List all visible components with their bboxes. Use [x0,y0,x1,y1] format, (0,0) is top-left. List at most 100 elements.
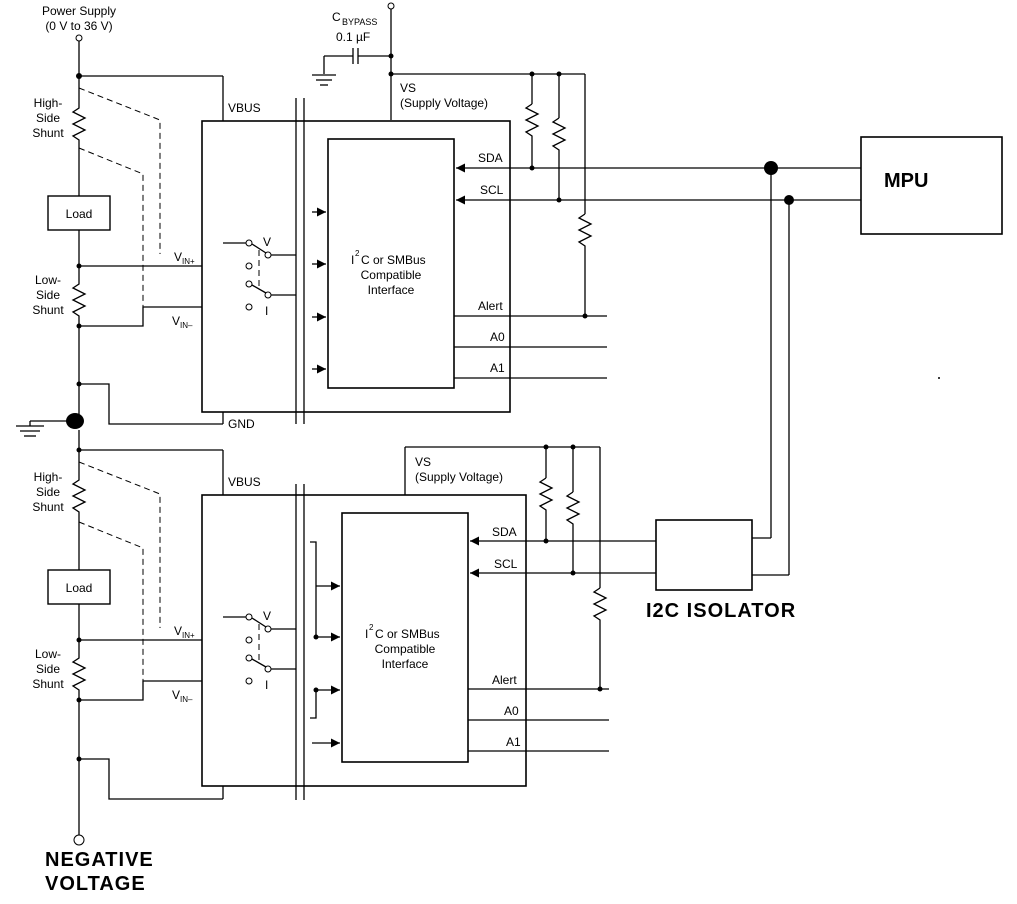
svg-text:A0: A0 [490,330,505,344]
bypass-capacitor [323,48,391,74]
svg-text:V: V [172,688,180,702]
device-1-a1-pin: A1 [454,361,607,379]
device-2-a1-pin: A1 [468,735,609,752]
device-1-vbus-label: VBUS [228,101,261,115]
svg-text:0.1 µF: 0.1 µF [336,30,370,44]
svg-text:Shunt: Shunt [32,677,64,691]
high-side-shunt-label-2: High- Side Shunt [32,470,64,514]
svg-text:IN+: IN+ [182,257,195,266]
high-side-shunt-resistor [71,100,87,152]
svg-text:V: V [174,250,182,264]
device-2-switch [223,613,296,685]
ground-symbol-main [16,421,44,437]
svg-text:2: 2 [369,623,374,632]
svg-text:V: V [172,314,180,328]
device-1-scl-pin: SCL [456,183,605,205]
load-label: Load [66,207,93,221]
device-1-interface-label: I 2 C or SMBus Compatible Interface [351,249,426,297]
svg-text:Compatible: Compatible [375,642,436,656]
device-1-gnd-label: GND [228,417,255,431]
svg-text:Alert: Alert [478,299,503,313]
svg-text:IN–: IN– [180,321,193,330]
svg-text:Shunt: Shunt [32,126,64,140]
i2c-isolator-label: I2C ISOLATOR [646,600,796,622]
device-1-switch-i-label: I [265,304,268,318]
vin-minus-label-2: V IN– [172,688,193,704]
svg-text:Side: Side [36,111,60,125]
low-side-shunt-label: Low- Side Shunt [32,273,64,317]
negative-voltage-terminal [73,834,85,846]
device-1-switch-v-label: V [263,235,271,249]
svg-text:Alert: Alert [492,673,517,687]
i2c-isolator-box [655,519,753,591]
svg-text:(Supply Voltage): (Supply Voltage) [415,470,503,484]
power-supply-label: Power Supply (0 V to 36 V) [42,4,116,33]
vs-terminal [387,2,395,10]
low-side-shunt-resistor-2 [71,652,87,700]
device-2-pullup-resistors [538,447,608,692]
device-2-switch-v-label: V [263,609,271,623]
svg-text:Shunt: Shunt [32,500,64,514]
bypass-capacitor-label: C BYPASS 0.1 µF [332,10,377,44]
device-2-scl-pin: SCL [470,557,607,578]
svg-text:High-: High- [34,470,63,484]
device-1-alert-pin: Alert [454,299,607,317]
load-box [47,195,111,231]
svg-text:Side: Side [36,288,60,302]
svg-text:Shunt: Shunt [32,303,64,317]
svg-text:I: I [365,627,368,641]
svg-text:2: 2 [355,249,360,258]
svg-text:Power Supply: Power Supply [42,4,116,18]
svg-text:VOLTAGE: VOLTAGE [45,873,146,895]
svg-text:V: V [174,624,182,638]
svg-text:A0: A0 [504,704,519,718]
svg-text:A1: A1 [506,735,521,749]
high-side-shunt-label: High- Side Shunt [32,96,64,140]
svg-text:A1: A1 [490,361,505,375]
svg-text:C or SMBus: C or SMBus [361,253,426,267]
mpu-label: MPU [884,170,928,192]
svg-text:C or SMBus: C or SMBus [375,627,440,641]
svg-text:IN+: IN+ [182,631,195,640]
svg-text:NEGATIVE: NEGATIVE [45,849,154,871]
svg-text:SDA: SDA [492,525,517,539]
device-1-vs-label: VS (Supply Voltage) [400,81,488,110]
negative-voltage-label: NEGATIVE VOLTAGE [45,849,154,895]
svg-text:VS: VS [415,455,431,469]
device-2-interface-label: I 2 C or SMBus Compatible Interface [365,623,440,671]
power-supply-terminal [75,34,83,42]
mpu-box [860,136,1003,235]
device-1-switch [223,239,296,311]
vin-plus-label-1: V IN+ [174,250,195,266]
device-2-alert-pin: Alert [468,673,609,690]
load-box-2 [47,569,111,605]
device-2-switch-i-label: I [265,678,268,692]
svg-text:Interface: Interface [382,657,429,671]
svg-text:SCL: SCL [494,557,518,571]
svg-text:SDA: SDA [478,151,503,165]
load-label-2: Load [66,581,93,595]
svg-text:VS: VS [400,81,416,95]
svg-text:(Supply Voltage): (Supply Voltage) [400,96,488,110]
svg-text:I: I [351,253,354,267]
device-2-interface-box [341,512,469,763]
svg-text:Low-: Low- [35,647,61,661]
svg-text:IN–: IN– [180,695,193,704]
svg-text:C: C [332,10,341,24]
low-side-shunt-label-2: Low- Side Shunt [32,647,64,691]
svg-text:Side: Side [36,485,60,499]
device-1-interface-box [327,138,455,389]
svg-text:SCL: SCL [480,183,504,197]
low-side-shunt-resistor [71,278,87,326]
svg-text:BYPASS: BYPASS [342,17,377,27]
device-2-vbus-label: VBUS [228,475,261,489]
high-side-shunt-resistor-2 [71,472,87,526]
device-1-pullup-resistors [524,74,593,319]
svg-text:Interface: Interface [368,283,415,297]
vin-minus-label-1: V IN– [172,314,193,330]
device-1-a0-pin: A0 [454,330,607,348]
svg-text:(0 V to 36 V): (0 V to 36 V) [45,19,112,33]
ground-symbol [312,74,336,86]
vin-plus-label-2: V IN+ [174,624,195,640]
